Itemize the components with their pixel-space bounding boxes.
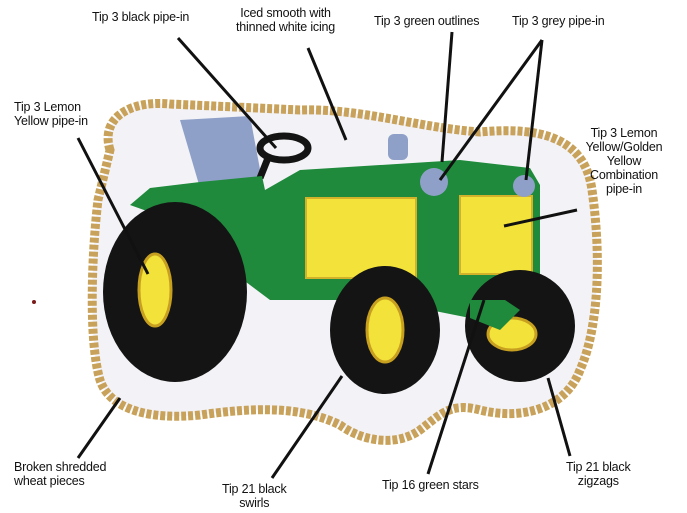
label-stars: Tip 16 green stars [382,478,479,492]
grey-exhaust [388,134,408,160]
label-lemon-yellow: Tip 3 Lemon Yellow pipe-in [14,100,88,128]
label-green-outlines: Tip 3 green outlines [374,14,479,28]
grey-knob-left [420,168,448,196]
grey-knob-right [513,175,535,197]
label-wheat: Broken shredded wheat pieces [14,460,106,488]
label-grey-pipe-in: Tip 3 grey pipe-in [512,14,605,28]
leader-wheat [78,398,120,458]
speck [32,300,36,304]
label-swirls: Tip 21 black swirls [222,482,287,510]
label-combination: Tip 3 Lemon Yellow/Golden Yellow Combina… [574,126,674,196]
yellow-panel-left [306,198,416,278]
front-hub [367,298,403,362]
label-zigzags: Tip 21 black zigzags [566,460,631,488]
label-black-pipe-in: Tip 3 black pipe-in [92,10,189,24]
yellow-panel-right [460,196,532,274]
label-iced-smooth: Iced smooth with thinned white icing [236,6,335,34]
